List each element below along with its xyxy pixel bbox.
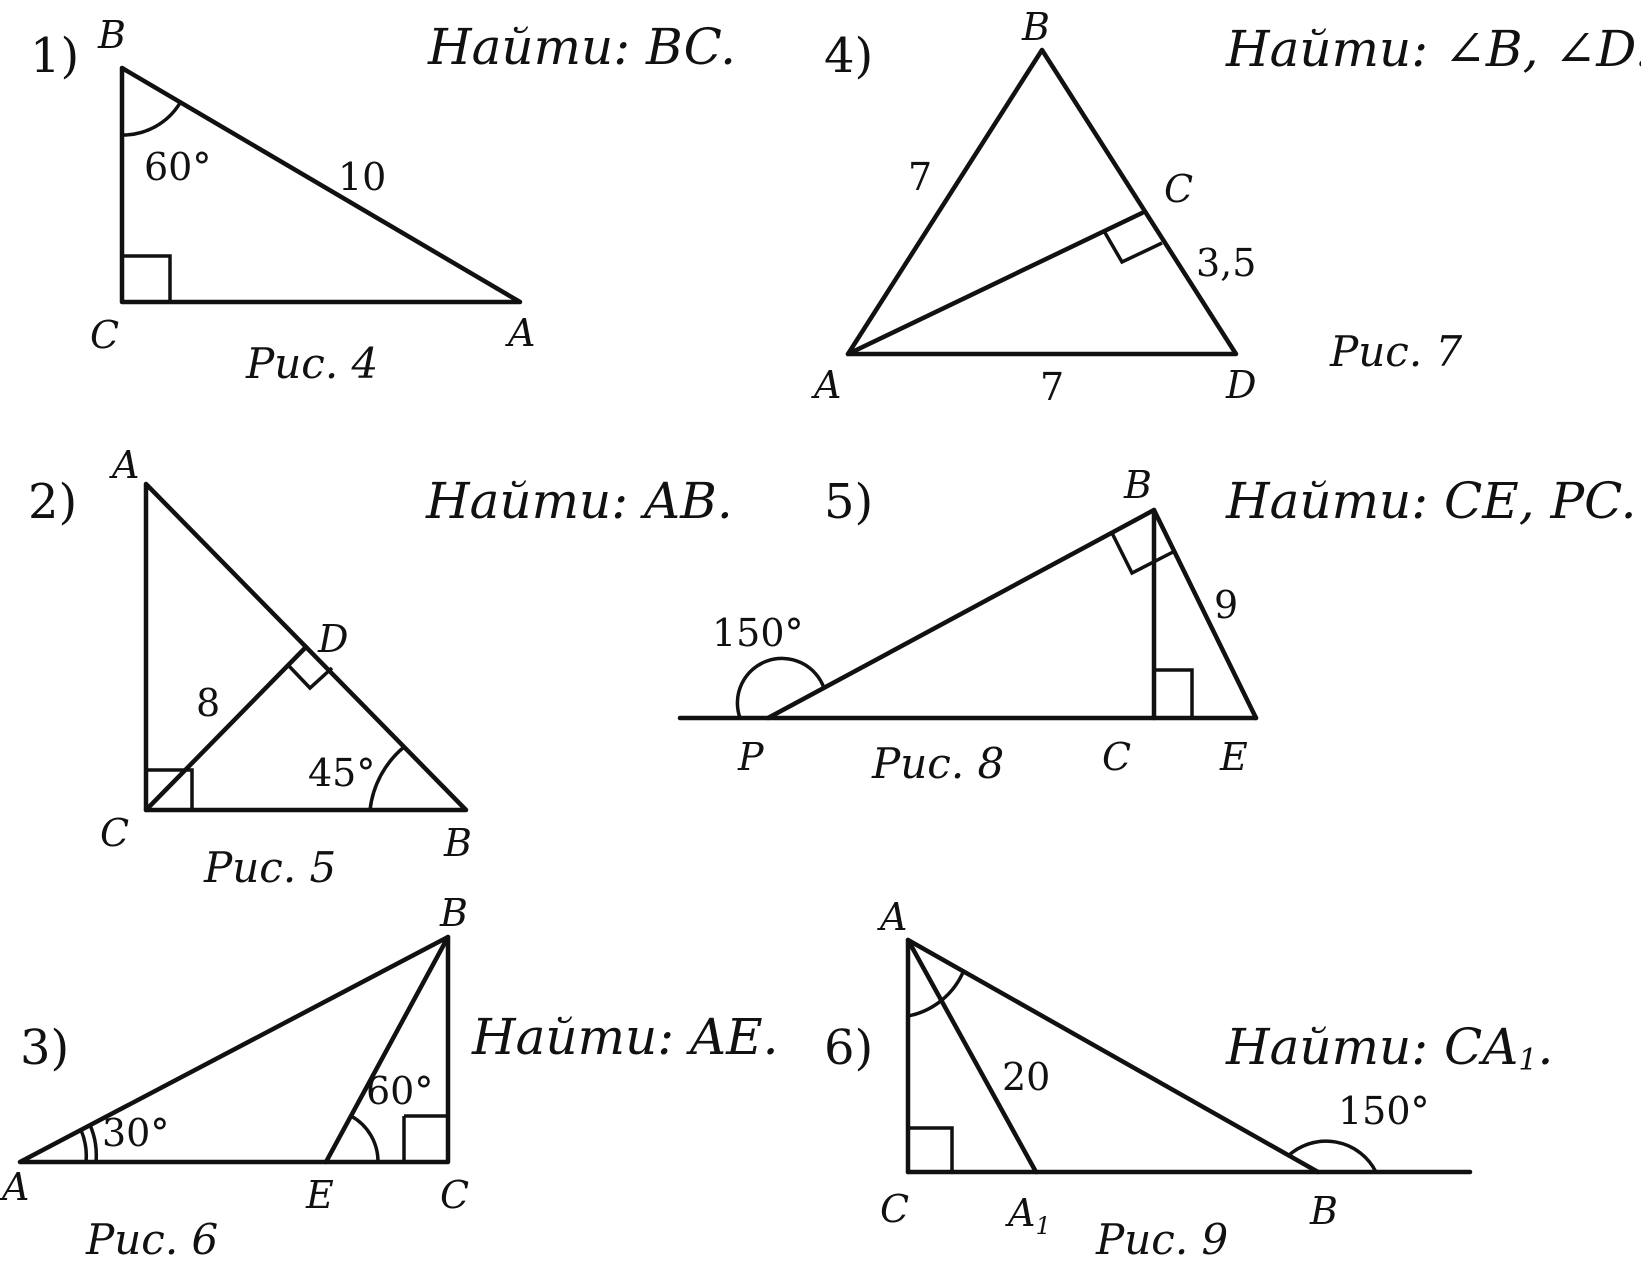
ab-length: 7: [908, 155, 932, 199]
problem-5: 5) Найти: CE, PC. B P C E 9 150° Рис. 8: [677, 463, 1637, 788]
vertex-c-label: C: [1102, 735, 1131, 779]
right-angle-b: [1110, 532, 1174, 576]
vertex-b-label: B: [1123, 463, 1152, 507]
vertex-p-label: P: [737, 735, 765, 779]
triangle-abc: [17, 934, 451, 1165]
problem-2-number: 2): [28, 474, 77, 530]
problem-6: 6) Найти: CA1. A C A1 B 20 150° Рис. 9: [824, 895, 1553, 1264]
vertex-a-label: A: [109, 443, 139, 487]
vertex-b-label: B: [1021, 5, 1050, 49]
right-angle-c: [908, 1126, 954, 1172]
problem-4-task: Найти: ∠B, ∠D.: [1225, 20, 1641, 78]
vertex-c-label: C: [90, 313, 119, 357]
right-angle-c: [402, 1114, 448, 1162]
triangle-fig7: [845, 47, 1239, 357]
ad-length: 7: [1040, 365, 1064, 409]
be-length: 9: [1214, 583, 1238, 627]
hypotenuse-value: 10: [338, 155, 386, 199]
vertex-c-label: C: [440, 1173, 469, 1217]
cd-length: 3,5: [1196, 241, 1256, 285]
triangle-fig4: [119, 65, 523, 305]
sides-pb-be: [765, 507, 1259, 721]
triangle-abd: [845, 47, 1239, 357]
vertex-a1-label: A1: [1005, 1191, 1051, 1240]
right-angle-c: [1154, 668, 1194, 718]
bisector-aa1: [905, 937, 1039, 1175]
problem-5-task: Найти: CE, PC.: [1225, 472, 1637, 530]
angle-a-arc: [907, 969, 966, 1018]
right-angle-c: [1102, 230, 1163, 265]
problem-1-task: Найти: BC.: [427, 18, 736, 76]
angle-b-value: 45°: [308, 751, 375, 795]
right-angle-c: [122, 254, 172, 302]
triangle-fig5: [143, 481, 469, 813]
aa1-length: 20: [1002, 1055, 1050, 1099]
exterior-angle-arc: [735, 656, 826, 719]
triangle-fig8: [677, 507, 1259, 721]
altitude-cd: [143, 644, 309, 813]
vertex-a-label: A: [877, 895, 907, 939]
figure-8-caption: Рис. 8: [871, 739, 1004, 788]
problem-2: 2) Найти: AB. A D C B 8 45° Рис. 5: [28, 443, 733, 892]
triangle-fig9: [905, 937, 1473, 1175]
figure-6-caption: Рис. 6: [85, 1215, 218, 1264]
triangle-bca: [119, 65, 523, 305]
triangle-fig6: [17, 934, 451, 1165]
problem-6-task: Найти: CA1.: [1225, 1018, 1553, 1078]
figure-5-caption: Рис. 5: [203, 843, 336, 892]
problem-3-number: 3): [20, 1020, 69, 1076]
problem-3-task: Найти: AE.: [471, 1008, 778, 1066]
cd-length: 8: [196, 681, 220, 725]
exterior-angle-value: 150°: [1338, 1089, 1430, 1133]
vertex-c-label: C: [1164, 167, 1193, 211]
vertex-b-label: B: [97, 13, 126, 57]
problem-1-number: 1): [30, 28, 79, 84]
segment-be: [323, 934, 451, 1165]
angle-e-arc: [350, 1114, 380, 1163]
problem-2-task: Найти: AB.: [425, 472, 733, 530]
problem-6-number: 6): [824, 1020, 873, 1076]
vertex-a-label: A: [0, 1165, 29, 1209]
vertex-c-label: C: [880, 1187, 909, 1231]
problem-3: 3) Найти: AE. B A E C 30° 60° Рис. 6: [0, 891, 778, 1264]
vertex-b-label: B: [1309, 1189, 1338, 1233]
exterior-angle-value: 150°: [712, 611, 804, 655]
vertex-a-label: A: [505, 311, 535, 355]
figure-7-caption: Рис. 7: [1329, 327, 1463, 376]
figure-9-caption: Рис. 9: [1095, 1215, 1228, 1264]
figure-4-caption: Рис. 4: [245, 339, 378, 388]
angle-a-arc-outer: [88, 1124, 99, 1163]
right-angle-d: [286, 663, 334, 691]
right-angle-c: [146, 768, 194, 810]
vertex-e-label: E: [1219, 735, 1248, 779]
vertex-e-label: E: [305, 1173, 334, 1217]
problem-4: 4) Найти: ∠B, ∠D. B C A D 7 3,5 7 Рис. 7: [811, 5, 1641, 409]
angle-b-arc: [368, 745, 406, 811]
angle-b-arc: [121, 102, 182, 137]
angle-a-value: 30°: [102, 1111, 169, 1155]
angle-a-arc-inner: [79, 1129, 89, 1163]
vertex-b-label: B: [443, 821, 472, 865]
angle-b-value: 60°: [144, 145, 211, 189]
problem-1: 1) Найти: BC. B C A 60° 10 Рис. 4: [30, 13, 736, 388]
problem-5-number: 5): [824, 474, 873, 530]
altitude-ac: [845, 210, 1145, 357]
angle-e-value: 60°: [366, 1069, 433, 1113]
vertex-a-label: A: [811, 363, 841, 407]
vertex-c-label: C: [100, 811, 129, 855]
vertex-b-label: B: [439, 891, 468, 935]
problem-4-number: 4): [824, 28, 873, 84]
vertex-d-label: D: [317, 617, 348, 661]
exterior-angle-arc: [1286, 1139, 1378, 1173]
vertex-d-label: D: [1225, 363, 1256, 407]
